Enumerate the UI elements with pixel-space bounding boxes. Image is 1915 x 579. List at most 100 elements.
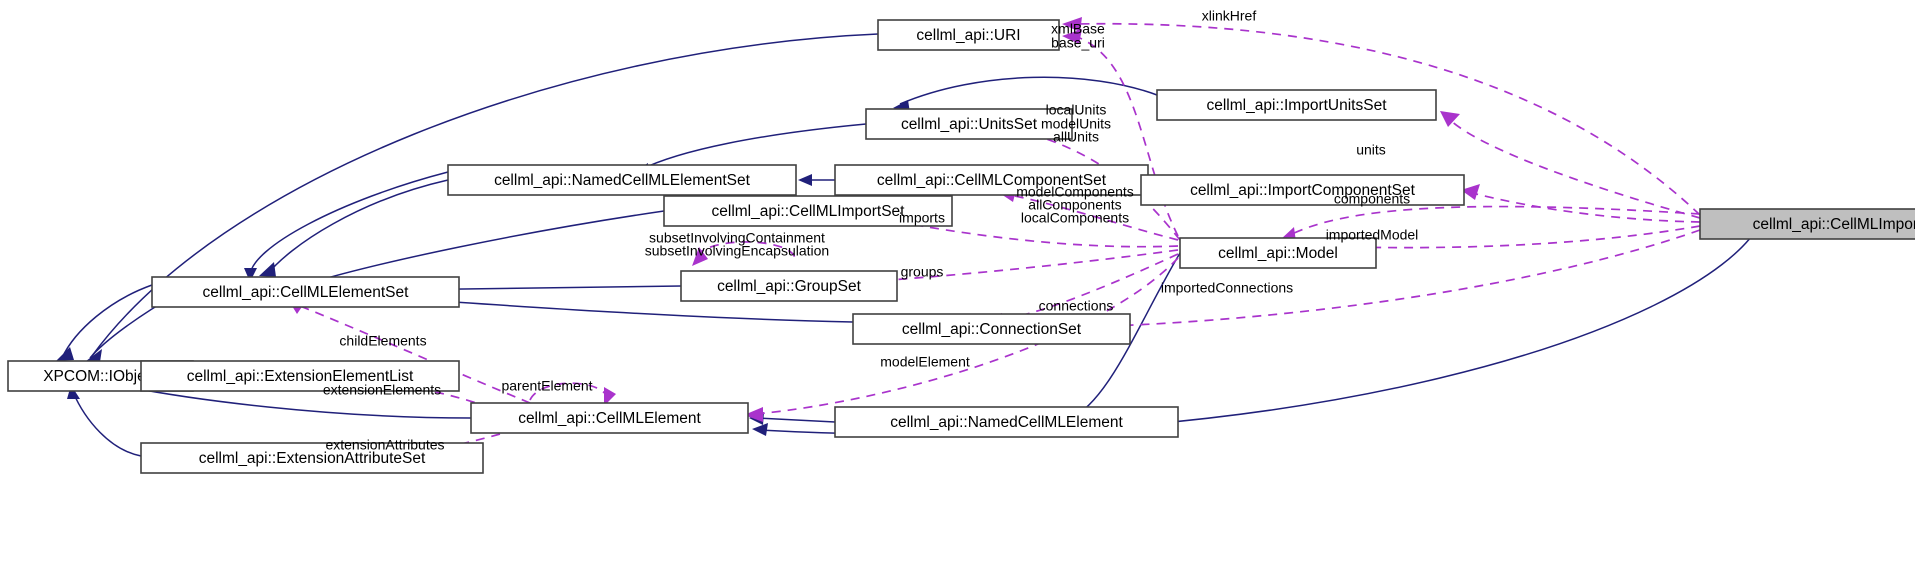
node-box-connectionset[interactable] — [852, 313, 1131, 345]
node-cellmlcomponentset[interactable]: cellml_api::CellMLComponentSet — [834, 164, 1149, 196]
arrowhead-assoc-modelelement — [744, 407, 763, 422]
node-cellmlelement[interactable]: cellml_api::CellMLElement — [470, 402, 749, 434]
edge-label-extensionattributes: extensionAttributes — [325, 437, 444, 453]
node-label-namedcellmlelementset: cellml_api::NamedCellMLElementSet — [494, 172, 751, 189]
node-box-uri[interactable] — [877, 19, 1060, 51]
edge-label-modelelement: modelElement — [880, 354, 970, 370]
edge-label-modelunits: modelUnits — [1041, 116, 1111, 132]
edge-label-localcomponents: localComponents — [1021, 210, 1129, 226]
edge-label-importedconnections: importedConnections — [1161, 280, 1293, 296]
node-box-groupset[interactable] — [680, 270, 898, 302]
edge-label-subsetencaps: subsetInvolvingEncapsulation — [645, 243, 829, 259]
node-label-extensionelementlist: cellml_api::ExtensionElementList — [187, 368, 414, 385]
node-label-groupset: cellml_api::GroupSet — [717, 278, 862, 295]
node-importunitsset[interactable]: cellml_api::ImportUnitsSet — [1156, 89, 1437, 121]
node-box-importunitsset[interactable] — [1156, 89, 1437, 121]
edge-assoc-childelements — [299, 305, 531, 404]
node-label-cellmlimport: cellml_api::CellMLImport — [1753, 216, 1915, 233]
edge-assoc-units — [1447, 117, 1701, 219]
arrowhead-assoc-xmlbase — [1062, 29, 1082, 44]
edge-label-modelcomponents: modelComponents — [1016, 184, 1134, 200]
arrowhead-inherit-1 — [56, 347, 74, 361]
arrowhead-inherit-11 — [244, 268, 257, 282]
node-uri[interactable]: cellml_api::URI — [877, 19, 1060, 51]
node-label-connectionset: cellml_api::ConnectionSet — [902, 321, 1082, 338]
node-cellmlimportset[interactable]: cellml_api::CellMLImportSet — [663, 195, 953, 227]
edge-label-extensionelements: extensionElements — [323, 382, 441, 398]
edge-cellmlimportset-to-cellmlelementset — [309, 210, 665, 284]
node-label-extensionattributeset: cellml_api::ExtensionAttributeSet — [199, 450, 426, 467]
node-groupset[interactable]: cellml_api::GroupSet — [680, 270, 898, 302]
node-box-importcomponentset[interactable] — [1140, 174, 1465, 206]
node-label-uri: cellml_api::URI — [916, 27, 1020, 44]
node-box-cellmlimportset[interactable] — [663, 195, 953, 227]
arrowhead-inherit-2 — [86, 349, 102, 362]
node-connectionset[interactable]: cellml_api::ConnectionSet — [852, 313, 1131, 345]
edge-label-parentelement: parentElement — [501, 378, 592, 394]
node-label-cellmlelementset: cellml_api::CellMLElementSet — [203, 284, 410, 301]
edge-label-localunits: localUnits — [1046, 102, 1107, 118]
node-extensionattributeset[interactable]: cellml_api::ExtensionAttributeSet — [140, 442, 484, 474]
node-extensionelementlist[interactable]: cellml_api::ExtensionElementList — [140, 360, 460, 392]
node-box-cellmlelementset[interactable] — [151, 276, 460, 308]
arrowhead-assoc-units — [1440, 111, 1460, 127]
edge-assoc-components — [1471, 192, 1701, 223]
edge-importunitsset-to-unitsset — [899, 76, 1158, 105]
node-label-model: cellml_api::Model — [1218, 245, 1338, 262]
edge-assoc-xlinkhref — [1074, 22, 1701, 216]
arrowhead-assoc-components — [1461, 184, 1480, 200]
edge-assoc-extensionattributes — [339, 433, 501, 461]
edge-cellmlelementset-to-iobject — [61, 284, 153, 359]
node-label-unitsset: cellml_api::UnitsSet — [901, 116, 1038, 133]
edge-label-imports: imports — [899, 210, 945, 226]
edge-namedcellmlelementset-link2 — [249, 171, 449, 277]
edge-label-importedmodel: importedModel — [1326, 227, 1419, 243]
node-importcomponentset[interactable]: cellml_api::ImportComponentSet — [1140, 174, 1465, 206]
edge-label-base_uri: base_uri — [1051, 35, 1105, 51]
node-box-namedcellmlelementset[interactable] — [447, 164, 797, 196]
node-unitsset[interactable]: cellml_api::UnitsSet — [865, 108, 1073, 140]
edge-assoc-xmlbase — [1074, 35, 1179, 237]
arrowhead-assoc-xlinkhref — [1062, 17, 1082, 32]
edge-assoc-parentelement-loop — [529, 382, 609, 401]
edge-label-units: units — [1356, 142, 1386, 158]
node-cellmlelementset[interactable]: cellml_api::CellMLElementSet — [151, 276, 460, 308]
node-box-extensionelementlist[interactable] — [140, 360, 460, 392]
edge-assoc-components-sets — [1009, 194, 1179, 241]
node-namedcellmlelement[interactable]: cellml_api::NamedCellMLElement — [834, 406, 1179, 438]
node-namedcellmlelementset[interactable]: cellml_api::NamedCellMLElementSet — [447, 164, 797, 196]
edge-label-allcomponents: allComponents — [1028, 197, 1121, 213]
arrowhead-assoc-subset-loop — [692, 247, 708, 266]
node-label-importcomponentset: cellml_api::ImportComponentSet — [1190, 182, 1416, 199]
node-box-namedcellmlelement[interactable] — [834, 406, 1179, 438]
edge-label-childelements: childElements — [339, 333, 426, 349]
node-label-importunitsset: cellml_api::ImportUnitsSet — [1206, 97, 1387, 114]
node-box-model[interactable] — [1179, 237, 1377, 269]
edge-assoc-import-to-model-top — [1289, 205, 1701, 236]
edge-assoc-groups — [819, 249, 1179, 285]
node-model[interactable]: cellml_api::Model — [1179, 237, 1377, 269]
edge-label-xlinkhref: xlinkHref — [1202, 8, 1257, 24]
edge-label-connections: connections — [1039, 298, 1114, 314]
node-label-cellmlimportset: cellml_api::CellMLImportSet — [712, 203, 906, 220]
association-edges — [289, 17, 1701, 468]
node-box-cellmlimport[interactable] — [1699, 208, 1915, 240]
edge-namedcellmlelement-to-cellmlelement — [755, 417, 836, 423]
node-boxes: cellml_api::URIcellml_api::ImportUnitsSe… — [7, 19, 1915, 474]
edge-label-xmlbase: xmlBase — [1051, 21, 1105, 37]
node-box-extensionattributeset[interactable] — [140, 442, 484, 474]
node-box-unitsset[interactable] — [865, 108, 1073, 140]
node-box-cellmlelement[interactable] — [470, 402, 749, 434]
node-label-cellmlelement: cellml_api::CellMLElement — [518, 410, 701, 427]
node-cellmlimport[interactable]: cellml_api::CellMLImport — [1699, 208, 1915, 240]
edge-assoc-modelelement — [755, 257, 1179, 415]
arrowhead-inherit-16 — [752, 423, 768, 436]
edge-label-components: components — [1334, 191, 1410, 207]
node-label-cellmlcomponentset: cellml_api::CellMLComponentSet — [877, 172, 1107, 189]
arrowhead-assoc-parentelement-loop — [604, 387, 616, 406]
node-label-iobject: XPCOM::IObject — [43, 368, 158, 385]
edge-label-allunits: allUnits — [1053, 129, 1099, 145]
